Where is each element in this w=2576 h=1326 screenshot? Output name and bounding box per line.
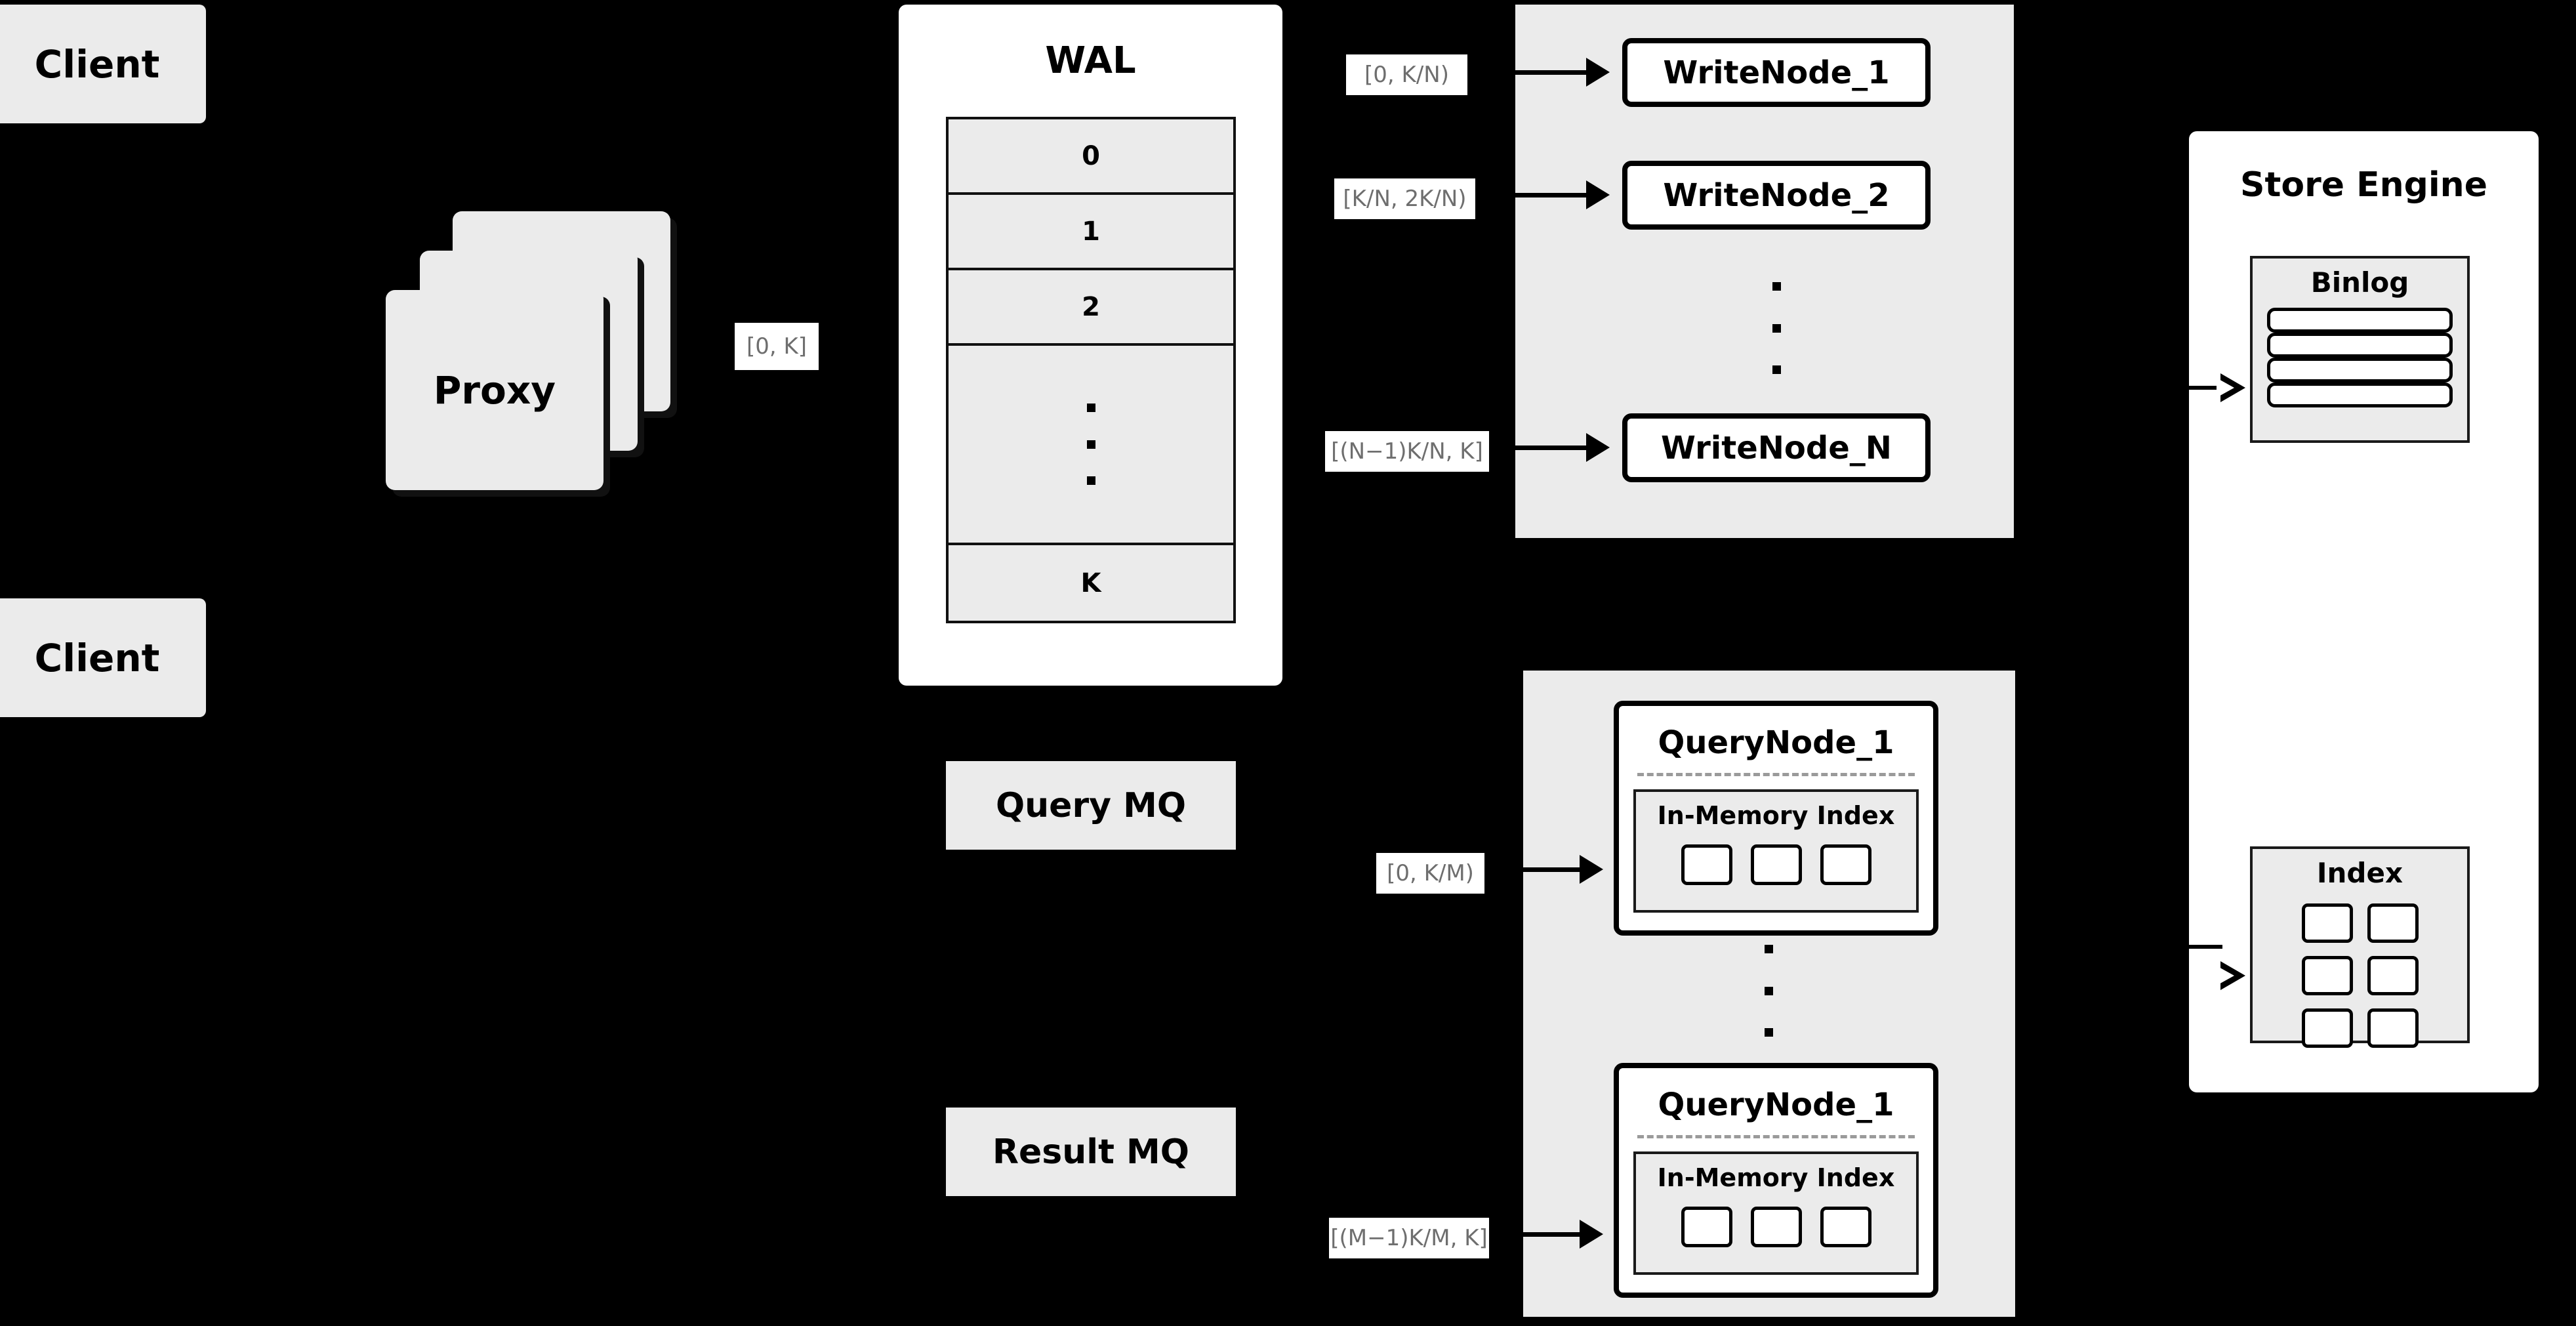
binlog-inbound-arrow-head <box>2217 373 2245 402</box>
query-node-1-arrow-head <box>1580 855 1603 884</box>
query-node-2-arrow-line <box>1499 1232 1581 1237</box>
wal-title: WAL <box>1045 39 1136 82</box>
query-cluster-ellipsis-dots <box>1765 945 1773 1037</box>
dot <box>1772 282 1781 291</box>
write-node-2-arrow-head <box>1586 180 1610 209</box>
query-node-2-index-label: In-Memory Index <box>1657 1163 1895 1192</box>
query-node-2-arrow-head <box>1580 1220 1603 1249</box>
write-node-n[interactable]: WriteNode_N <box>1622 413 1931 482</box>
index-cell[interactable] <box>1820 1207 1871 1247</box>
store-engine-title: Store Engine <box>2240 165 2487 205</box>
wal-row-2[interactable]: 2 <box>949 270 1233 346</box>
query-node-2-inmemory-index: In-Memory Index <box>1633 1151 1919 1275</box>
index-cell[interactable] <box>2367 956 2419 995</box>
store-index-cells <box>2253 903 2467 1048</box>
index-cell[interactable] <box>1820 844 1871 885</box>
dot <box>1765 945 1773 953</box>
write-node-1[interactable]: WriteNode_1 <box>1622 38 1931 107</box>
client-box-1[interactable]: Client <box>0 5 206 123</box>
index-cell[interactable] <box>2301 956 2353 995</box>
wal-row-0[interactable]: 0 <box>949 119 1233 195</box>
query-node-2-label: QueryNode_1 <box>1658 1087 1894 1123</box>
dot <box>1765 1028 1773 1037</box>
query-mq-label: Query MQ <box>995 785 1187 825</box>
wal-row-k[interactable]: K <box>949 545 1233 621</box>
query-node-1-index-label: In-Memory Index <box>1657 801 1895 830</box>
result-mq-label: Result MQ <box>992 1132 1189 1172</box>
query-node-1[interactable]: QueryNode_1 In-Memory Index <box>1614 701 1938 936</box>
query-node-2-separator <box>1637 1135 1915 1138</box>
index-cell[interactable] <box>2301 1008 2353 1048</box>
wal-row-1[interactable]: 1 <box>949 195 1233 270</box>
binlog-row[interactable] <box>2267 333 2453 358</box>
write-node-1-tag: [0, K/N) <box>1346 54 1467 95</box>
dot <box>1765 986 1773 995</box>
index-cell[interactable] <box>1750 844 1802 885</box>
index-cell[interactable] <box>1681 844 1732 885</box>
query-node-1-index-cells <box>1636 844 1916 885</box>
binlog-inbound-arrow-line <box>2184 386 2222 390</box>
binlog-label: Binlog <box>2310 266 2409 299</box>
index-cell[interactable] <box>1681 1207 1732 1247</box>
client-label-1: Client <box>34 41 160 87</box>
write-node-1-arrow-head <box>1586 58 1610 87</box>
dot <box>1086 404 1095 412</box>
dot <box>1086 440 1095 449</box>
write-node-1-label: WriteNode_1 <box>1663 54 1890 91</box>
binlog-row[interactable] <box>2267 383 2453 407</box>
proxy-label: Proxy <box>433 367 556 413</box>
binlog-row[interactable] <box>2267 308 2453 333</box>
write-node-n-label: WriteNode_N <box>1661 429 1892 466</box>
write-node-n-tag: [(N−1)K/N, K] <box>1325 431 1489 472</box>
query-node-1-arrow-line <box>1499 867 1581 872</box>
result-mq-box[interactable]: Result MQ <box>946 1108 1236 1196</box>
write-node-1-arrow-line <box>1502 70 1587 75</box>
index-inbound-arrow-line <box>2184 945 2222 949</box>
dot <box>1772 323 1781 333</box>
proxy-card-front[interactable]: Proxy <box>386 290 603 490</box>
query-node-2[interactable]: QueryNode_1 In-Memory Index <box>1614 1063 1938 1298</box>
proxy-output-tag: [0, K] <box>735 323 819 370</box>
write-node-n-arrow-head <box>1586 433 1610 462</box>
query-node-1-inmemory-index: In-Memory Index <box>1633 789 1919 913</box>
write-node-2-tag: [K/N, 2K/N) <box>1334 178 1475 219</box>
store-index-label: Index <box>2316 857 2403 889</box>
write-node-2-label: WriteNode_2 <box>1663 176 1890 214</box>
dot <box>1086 476 1095 485</box>
client-box-2[interactable]: Client <box>0 598 206 717</box>
write-cluster-ellipsis-dots <box>1772 282 1781 374</box>
binlog-box: Binlog <box>2250 256 2470 443</box>
index-inbound-arrow-head <box>2217 961 2245 990</box>
dot <box>1772 365 1781 374</box>
write-node-n-arrow-line <box>1502 445 1587 450</box>
proxy-output-tag-text: [0, K] <box>746 333 808 360</box>
query-node-1-separator <box>1637 773 1915 776</box>
client-label-2: Client <box>34 635 160 680</box>
write-node-2-arrow-line <box>1502 193 1587 197</box>
query-node-1-tag: [0, K/M) <box>1376 853 1484 894</box>
query-node-2-tag: [(M−1)K/M, K] <box>1329 1218 1489 1258</box>
index-cell[interactable] <box>2367 903 2419 943</box>
query-node-2-index-cells <box>1636 1207 1916 1247</box>
binlog-rows <box>2267 308 2453 407</box>
write-node-2[interactable]: WriteNode_2 <box>1622 161 1931 230</box>
index-cell[interactable] <box>2301 903 2353 943</box>
index-cell[interactable] <box>2367 1008 2419 1048</box>
wal-table: 0 1 2 K <box>946 117 1236 623</box>
query-node-1-label: QueryNode_1 <box>1658 724 1894 761</box>
query-mq-box[interactable]: Query MQ <box>946 761 1236 850</box>
wal-ellipsis-dots <box>1086 404 1095 485</box>
index-cell[interactable] <box>1750 1207 1802 1247</box>
binlog-row[interactable] <box>2267 358 2453 383</box>
store-index-box: Index <box>2250 846 2470 1048</box>
wal-row-ellipsis <box>949 346 1233 545</box>
